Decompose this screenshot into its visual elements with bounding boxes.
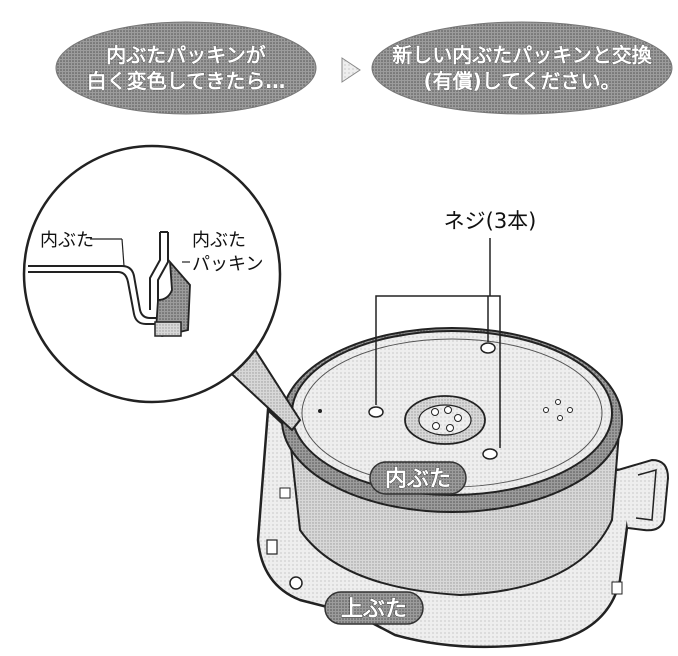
step2-line1: 新しい内ぶたパッキンと交換 [392, 43, 652, 67]
step1-bubble: 内ぶたパッキンが 白く変色してきたら… [55, 21, 317, 115]
inner-lid-tag: 内ぶた [369, 461, 467, 495]
arrow-right-icon [341, 57, 361, 83]
step1-line2: 白く変色してきたら… [87, 69, 286, 93]
step2-bubble: 新しい内ぶたパッキンと交換 (有償)してください。 [371, 21, 673, 115]
upper-lid-tag-text: 上ぶた [341, 597, 407, 622]
callout-gasket-label-line2: パッキン [192, 254, 263, 275]
inner-lid-tag-text: 内ぶた [385, 467, 451, 492]
screw-3 [482, 448, 498, 460]
step1-line1: 内ぶたパッキンが [106, 43, 265, 67]
screw-1 [368, 406, 384, 418]
screw-2 [480, 342, 496, 354]
screws-label: ネジ(3本) [444, 209, 537, 233]
gasket-callout: 内ぶた 内ぶた パッキン [22, 144, 302, 432]
callout-gasket-label-line1: 内ぶた [192, 230, 246, 251]
screw-leader-lines [375, 238, 501, 448]
step2-line2: (有償)してください。 [423, 69, 620, 93]
upper-lid-tag: 上ぶた [324, 591, 424, 625]
callout-lid-label: 内ぶた [40, 230, 94, 251]
rice-cooker [256, 327, 670, 649]
